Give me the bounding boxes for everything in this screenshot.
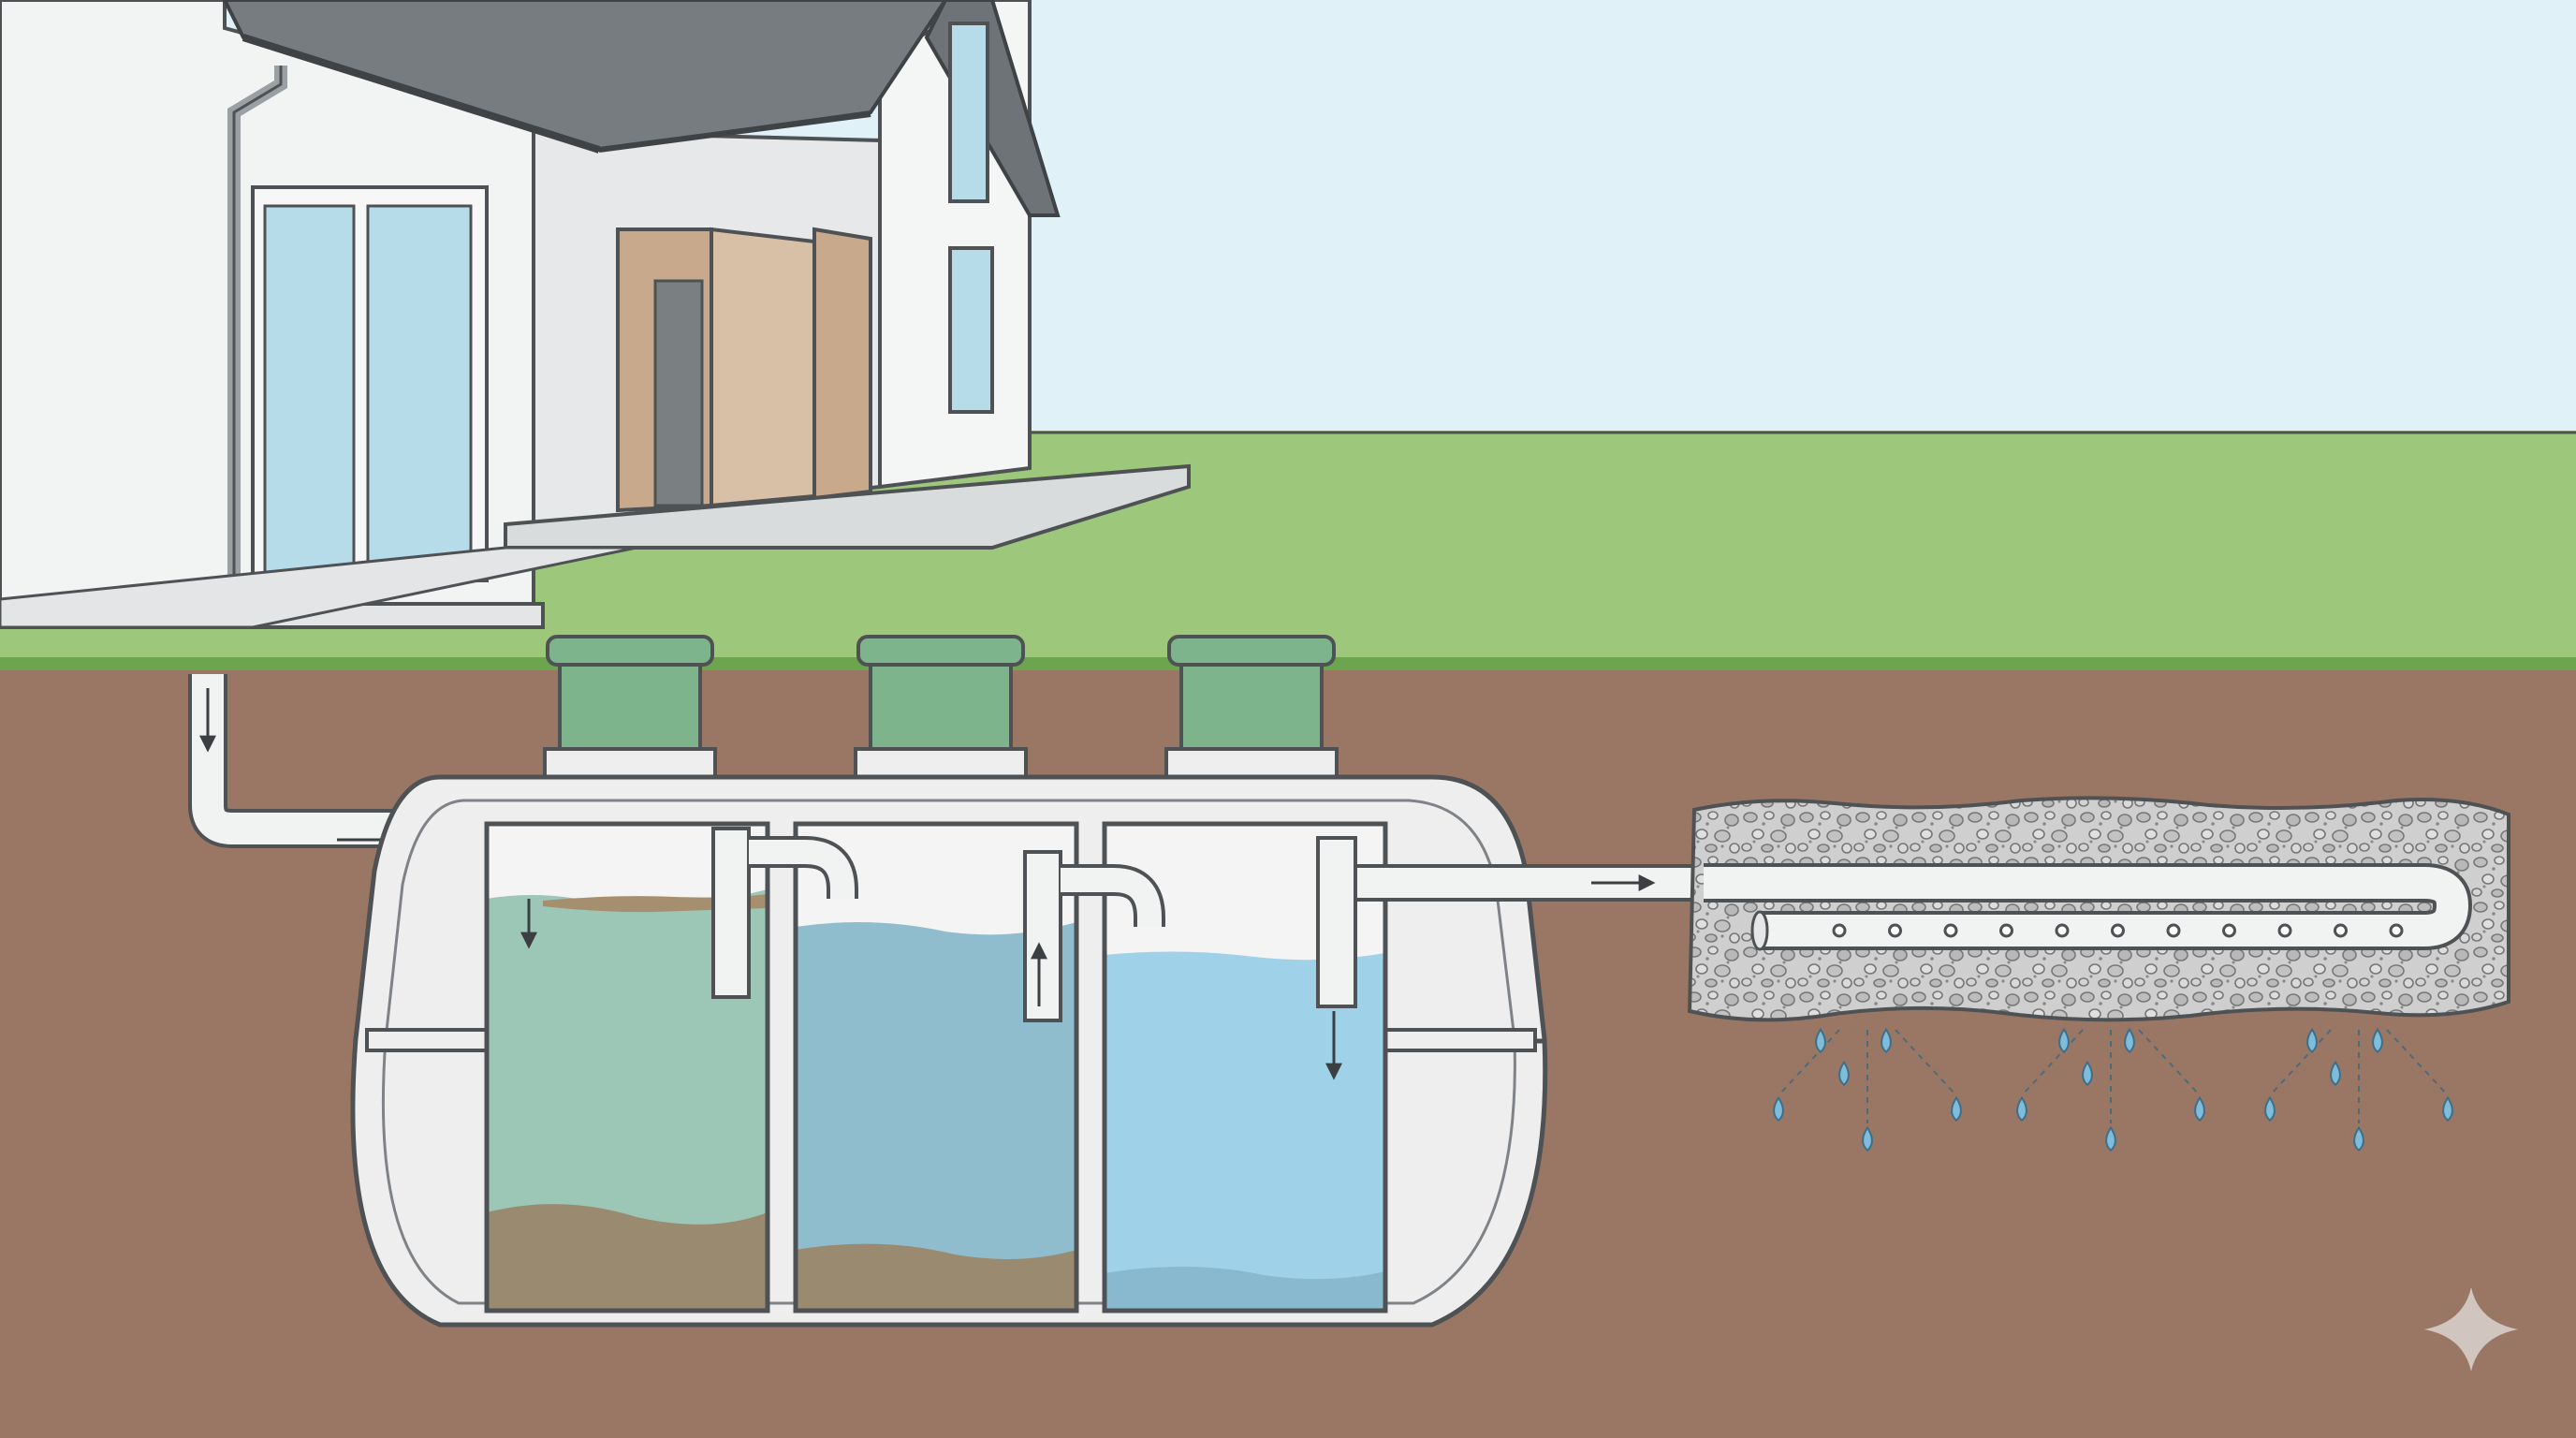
drain-field [1687,796,2510,1022]
water-droplet-icon [1838,1060,1850,1087]
pipe-hole [2166,923,2181,938]
water-droplet-icon [2016,1095,2027,1123]
chamber-2-sludge [796,1243,1076,1311]
house [0,0,1191,629]
water-droplet-icon [1773,1095,1784,1123]
seepage-line [2138,1029,2201,1096]
lid-3 [1167,635,1336,667]
pipe-hole [2334,923,2348,938]
water-droplet-icon [2372,1027,2383,1054]
pipe-holes [1832,923,2404,938]
outlet-pipe [1354,864,1713,902]
water-droplet-icon [1951,1095,1962,1123]
seepage-line [1895,1029,1957,1096]
entrance-pillar [812,227,872,501]
chamber-3-water [1105,951,1385,1311]
pipe-hole [2389,923,2404,938]
water-droplet-icon [2442,1095,2453,1123]
pipe-hole [2277,923,2292,938]
pipe-hole [1832,923,1847,938]
pipe-hole [2111,923,2125,938]
roof-edge [242,34,601,154]
water-droplet-icon [2124,1027,2135,1054]
water-droplet-icon [1881,1027,1892,1054]
septic-tank [350,635,1548,1328]
pipe-hole [1999,923,2013,938]
outlet-baffle [1316,836,1357,1008]
water-droplet-icon [2330,1060,2341,1087]
lid-1 [546,635,714,667]
pipe-hole [1888,923,1902,938]
pipe-hole [2055,923,2070,938]
pipe-hole [1943,923,1958,938]
chamber-3-bottom [1105,1266,1385,1311]
glass-door-pane-right [366,204,473,578]
chamber-2-water [796,922,1076,1311]
water-droplet-icon [2082,1060,2093,1087]
seepage-line [2269,1029,2332,1096]
porch-slab [504,463,1191,550]
chamber-1-sludge [487,1204,768,1311]
roof-edge-lower [598,111,871,153]
water-droplet-icon [2058,1027,2070,1054]
water-droplet-icon [2353,1125,2364,1152]
seepage-line [2386,1029,2449,1096]
water-droplet-icon [2194,1095,2205,1123]
upper-window [948,22,989,203]
baffle-tee-2 [1023,850,1165,1022]
water-droplets [1773,1027,2453,1152]
water-droplet-icon [1862,1125,1873,1152]
water-droplet-icon [2105,1125,2116,1152]
pipe-hole [2222,923,2236,938]
seepage-line [2021,1029,2084,1096]
water-droplet-icon [1815,1027,1826,1054]
gravel-bed [1687,796,2510,1022]
front-door [653,279,704,507]
water-droplet-icon [2264,1095,2276,1123]
sparkle-icon [2424,1287,2518,1372]
seepage-line [1778,1029,1840,1096]
side-window [948,246,994,414]
glass-door-pane-left [263,204,356,578]
lid-2 [856,635,1025,667]
entrance-side [710,227,816,508]
house-base-slope [0,546,637,629]
baffle-tee-1 [711,827,858,999]
water-droplet-icon [2306,1027,2318,1054]
